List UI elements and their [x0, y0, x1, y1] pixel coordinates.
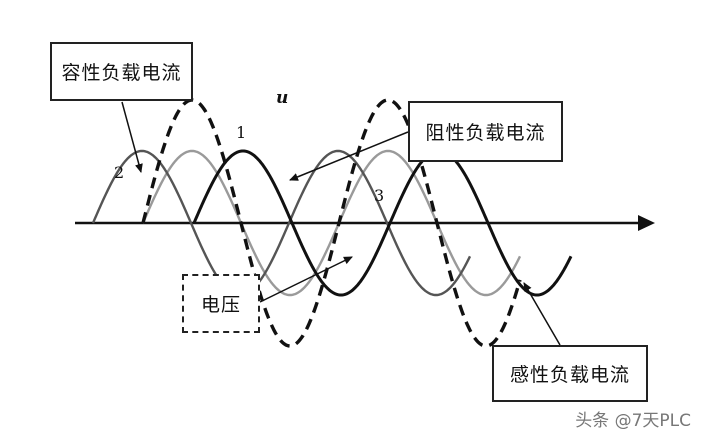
- resistive-current-label: 阻性负载电流: [408, 101, 563, 162]
- resistive-current-text: 阻性负载电流: [425, 122, 546, 144]
- voltage-text: 电压: [200, 294, 241, 316]
- capacitive-current-label: 容性负载电流: [50, 42, 193, 101]
- curve-3-label: 3: [374, 186, 385, 205]
- pointer-resistive: [289, 131, 409, 181]
- watermark-text: 头条 @7天PLC: [575, 411, 691, 431]
- voltage-symbol-label: u: [276, 88, 289, 108]
- pointer-voltage: [259, 256, 353, 303]
- capacitive-current-text: 容性负载电流: [61, 62, 182, 84]
- capacitive-current-curve: [91, 149, 472, 297]
- resistive-current-curve: [141, 149, 522, 297]
- pointer-inductive: [523, 282, 561, 346]
- curve-2-label: 2: [114, 163, 125, 182]
- curve-1-label: 1: [236, 123, 247, 142]
- inductive-current-text: 感性负载电流: [509, 364, 630, 386]
- axis-arrowhead: [638, 215, 655, 231]
- voltage-curve: [141, 98, 522, 348]
- inductive-current-curve: [192, 149, 573, 297]
- inductive-current-label: 感性负载电流: [492, 345, 648, 402]
- pointer-capacitive: [121, 101, 143, 173]
- voltage-label: 电压: [182, 274, 260, 333]
